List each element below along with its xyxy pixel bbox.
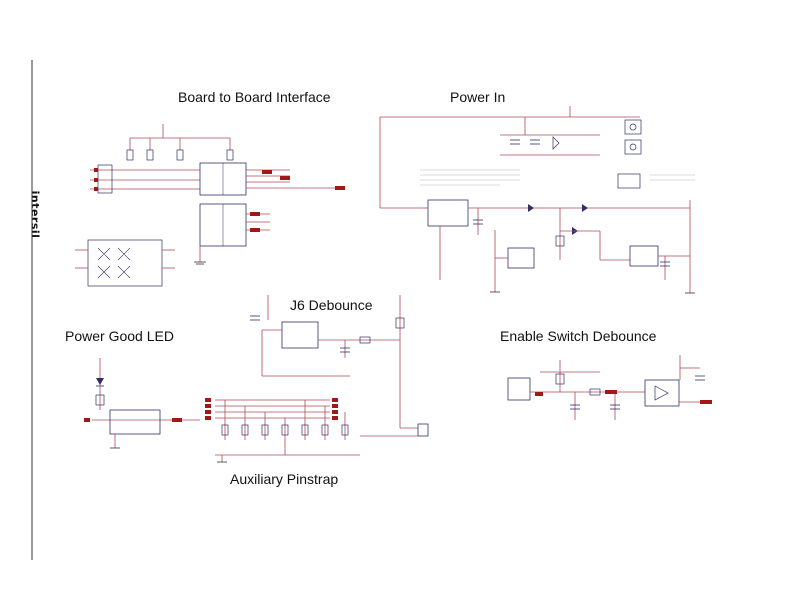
resistor [395,317,405,329]
j6-debounce-circuit [250,295,429,437]
switch-j6 [417,423,429,437]
resistor [261,424,269,436]
net-flag [605,390,617,394]
board-to-board-circuit [75,124,345,287]
debounce-ic [281,321,319,349]
resistor [589,388,601,396]
resistor [126,149,134,161]
net-flag [205,416,211,420]
resistor [555,373,565,385]
resistor [176,149,184,161]
resistor [555,235,565,247]
resistor [241,424,249,436]
resistor [226,149,234,161]
net-flag [262,170,272,174]
diode-d3 [528,204,534,212]
net-flag [700,400,712,404]
net-flag [250,228,260,232]
resistor [281,424,289,436]
resistor [146,149,154,161]
section-title-power-in: Power In [450,89,506,105]
resistor [359,336,371,344]
section-title-auxiliary-pinstrap: Auxiliary Pinstrap [230,471,339,487]
net-flag [205,398,211,402]
net-flag [332,410,338,414]
switch [507,377,531,401]
schmitt-ic [644,379,680,407]
section-title-j6-debounce: J6 Debounce [290,297,373,313]
power-good-led-circuit [84,358,200,449]
net-flag [332,416,338,420]
net-flag [94,168,98,172]
pin-array [97,247,131,279]
section-title-enable-switch-debounce: Enable Switch Debounce [500,328,657,344]
regulator-u2 [427,199,469,227]
resistor [341,424,349,436]
net-flag [332,404,338,408]
net-flag [280,176,290,180]
buffer-symbol [654,385,669,401]
regulator-u3 [629,245,659,267]
section-title-board-to-board: Board to Board Interface [178,89,331,105]
resistor [321,424,329,436]
net-flag [332,398,338,402]
mosfet-q1 [507,247,535,269]
resistor [221,424,229,436]
diode-d4 [582,204,588,212]
net-flag [94,187,98,191]
auxiliary-pinstrap-circuit [205,398,418,463]
resistor [95,394,105,406]
net-flag [94,178,98,182]
net-flag [335,186,345,190]
jack [624,119,642,135]
power-in-circuit [379,106,695,294]
net-flag [205,404,211,408]
diode [552,136,560,150]
net-flag [84,418,90,422]
jack-pin [629,143,637,151]
enable-switch-debounce-circuit [507,355,712,420]
barrel-jack [617,173,641,189]
led-d1 [96,378,104,385]
net-flag [535,392,543,396]
jack-pin [629,123,637,131]
jack [624,139,642,155]
net-flag [172,418,182,422]
net-flag [205,410,211,414]
transistor-q [109,409,161,435]
section-title-power-good-led: Power Good LED [65,328,174,344]
resistor [301,424,309,436]
net-flag [250,212,260,216]
connector-array [87,239,163,287]
